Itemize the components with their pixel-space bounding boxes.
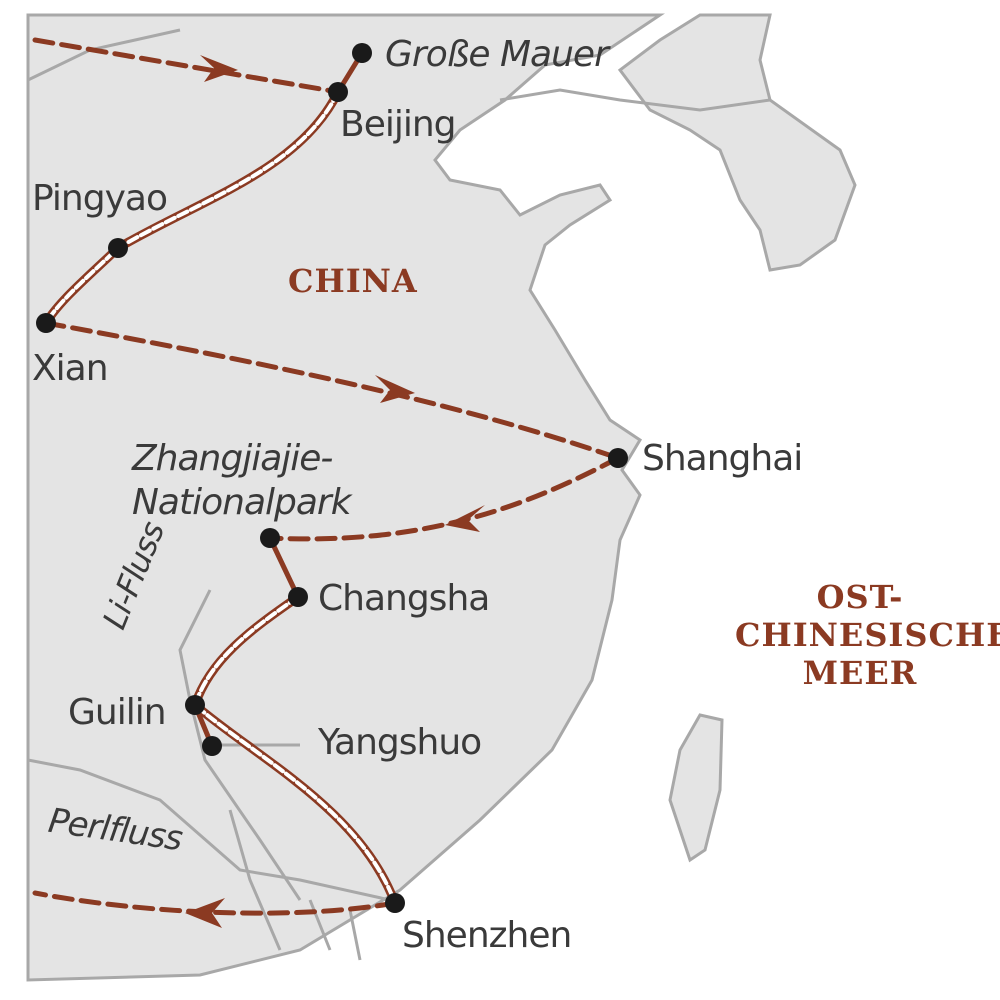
label-pingyao: Pingyao <box>32 178 168 219</box>
label-beijing: Beijing <box>340 104 457 145</box>
flight-in <box>32 37 341 95</box>
label-grosse-mauer: Große Mauer <box>385 34 609 75</box>
arrow-icon <box>375 375 415 403</box>
sea-line-1: OST- <box>816 578 904 616</box>
korea <box>617 13 857 272</box>
arrow-icon <box>445 505 485 532</box>
city-dots <box>36 43 628 913</box>
sea-line-3: MEER <box>802 654 918 692</box>
arrow-icon <box>185 898 225 928</box>
flight-out <box>32 890 398 916</box>
label-yangshuo: Yangshuo <box>318 722 482 763</box>
taiwan <box>668 713 724 863</box>
label-china: CHINA <box>288 262 418 300</box>
sea-line-2: CHINESISCHES <box>735 616 1000 654</box>
label-guilin: Guilin <box>68 692 167 733</box>
label-changsha: Changsha <box>318 578 490 619</box>
flight-xian-shanghai <box>43 320 621 461</box>
borders <box>27 28 771 961</box>
label-xian: Xian <box>32 348 109 389</box>
arrow-icon <box>200 55 238 82</box>
mainland <box>26 13 665 982</box>
label-shanghai: Shanghai <box>642 438 803 479</box>
label-zhangjiajie-2: Nationalpark <box>132 482 352 523</box>
label-zhangjiajie-1: Zhangjiajie- <box>132 438 333 479</box>
label-shenzhen: Shenzhen <box>402 915 572 956</box>
label-east-china-sea: OST- CHINESISCHES MEER <box>735 578 1000 692</box>
arrows <box>185 55 485 928</box>
